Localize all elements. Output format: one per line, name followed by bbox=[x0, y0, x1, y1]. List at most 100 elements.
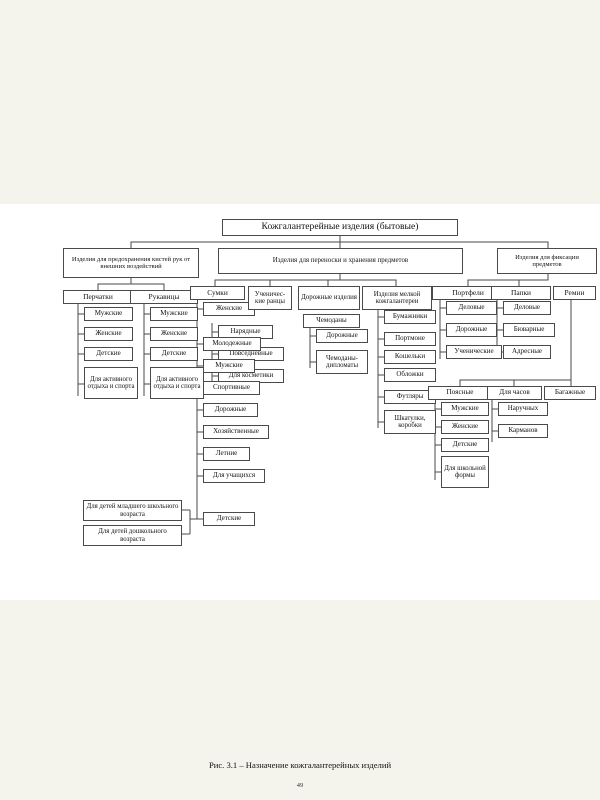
node-suitcases[interactable]: Чемоданы bbox=[303, 314, 360, 328]
node-label: Женские bbox=[160, 329, 188, 338]
node-label: Шкатулки, коробки bbox=[394, 414, 426, 429]
node-folders-address[interactable]: Адресные bbox=[503, 345, 551, 359]
node-label: Женские bbox=[95, 329, 122, 338]
node-label: Бюварные bbox=[513, 325, 545, 334]
node-folders-blotter[interactable]: Бюварные bbox=[503, 323, 555, 337]
node-mittens[interactable]: Рукавицы bbox=[130, 290, 198, 304]
node-belts-waist-womens[interactable]: Женские bbox=[441, 420, 489, 434]
node-school-satchels[interactable]: Ученичес-кие ранцы bbox=[248, 286, 292, 310]
node-carry-store-goods[interactable]: Изделия для переноски и хранения предмет… bbox=[218, 248, 463, 274]
node-label: Мужские bbox=[215, 361, 243, 370]
node-gloves-kids[interactable]: Детские bbox=[84, 347, 133, 361]
node-mittens-sport[interactable]: Для активного отдыха и спорта bbox=[150, 367, 204, 399]
node-belts-watch-wrist[interactable]: Наручных bbox=[498, 402, 548, 416]
node-label: Ремни bbox=[564, 288, 585, 297]
node-label: Детские bbox=[452, 440, 478, 449]
node-boxes[interactable]: Шкатулки, коробки bbox=[384, 410, 436, 434]
node-bags-kids-primary-school[interactable]: Для детей младшего школьного возраста bbox=[83, 500, 182, 521]
node-coin-purses[interactable]: Кошельки bbox=[384, 350, 436, 364]
node-label: Кожгалантерейные изделия (бытовые) bbox=[261, 221, 419, 233]
node-protection-goods[interactable]: Изделия для предохранения кистей рук от … bbox=[63, 248, 199, 278]
node-belts-waist-mens[interactable]: Мужские bbox=[441, 402, 489, 416]
node-label: Для школьной формы bbox=[444, 464, 486, 479]
document-page: Кожгалантерейные изделия (бытовые) Издел… bbox=[0, 204, 600, 789]
node-label: Для детей младшего школьного возраста bbox=[86, 503, 179, 518]
node-label: Детские bbox=[161, 349, 187, 358]
figure-caption: Рис. 3.1 – Назначение кожгалантерейных и… bbox=[208, 760, 392, 770]
node-belts-watch-pocket[interactable]: Карманов bbox=[498, 424, 548, 438]
node-bags[interactable]: Сумки bbox=[190, 286, 245, 300]
node-folders-business[interactable]: Деловые bbox=[503, 301, 551, 315]
node-belts-waist[interactable]: Поясные bbox=[428, 386, 492, 400]
node-bags-travel[interactable]: Дорожные bbox=[203, 403, 258, 417]
node-label: Изделия мелкой кожгалантереи bbox=[373, 290, 421, 305]
node-mittens-mens[interactable]: Мужские bbox=[150, 307, 198, 321]
node-label: Портмоне bbox=[395, 334, 425, 343]
node-briefcases-travel[interactable]: Дорожные bbox=[446, 323, 497, 337]
node-belts-school-uniform[interactable]: Для школьной формы bbox=[441, 456, 489, 488]
diagram-canvas: Кожгалантерейные изделия (бытовые) Издел… bbox=[0, 204, 600, 600]
node-label: Изделия для переноски и хранения предмет… bbox=[272, 257, 409, 265]
node-covers[interactable]: Обложки bbox=[384, 368, 436, 382]
node-suitcases-travel[interactable]: Дорожные bbox=[316, 329, 368, 343]
node-label: Дорожные bbox=[214, 405, 247, 414]
node-label: Ученичес-кие ранцы bbox=[254, 290, 286, 305]
node-belts-waist-kids[interactable]: Детские bbox=[441, 438, 489, 452]
node-bags-summer[interactable]: Летние bbox=[203, 447, 250, 461]
node-label: Поясные bbox=[446, 388, 474, 397]
node-belts-luggage[interactable]: Багажные bbox=[544, 386, 596, 400]
node-bags-youth[interactable]: Молодежные bbox=[203, 337, 261, 351]
node-bags-students[interactable]: Для учащихся bbox=[203, 469, 265, 483]
node-folders[interactable]: Папки bbox=[491, 286, 551, 300]
node-label: Карманов bbox=[508, 426, 538, 435]
node-label: Кошельки bbox=[394, 352, 426, 361]
node-label: Нарядные bbox=[230, 327, 261, 336]
node-gloves-sport[interactable]: Для активного отдыха и спорта bbox=[84, 367, 138, 399]
node-portmone[interactable]: Портмоне bbox=[384, 332, 436, 346]
node-label: Обложки bbox=[396, 370, 424, 379]
node-label: Мужские bbox=[160, 309, 188, 318]
node-bags-kids-preschool[interactable]: Для детей дошкольного возраста bbox=[83, 525, 182, 546]
node-bags-household[interactable]: Хозяйственные bbox=[203, 425, 269, 439]
node-label: Мужские bbox=[451, 404, 479, 413]
node-label: Адресные bbox=[511, 347, 543, 356]
node-travel-goods[interactable]: Дорожные изделия bbox=[298, 286, 360, 310]
node-label: Сумки bbox=[207, 288, 228, 297]
node-label: Деловые bbox=[458, 303, 485, 312]
node-wallets-bumazhniki[interactable]: Бумажники bbox=[384, 310, 436, 324]
node-suitcases-diplomat[interactable]: Чемоданы-дипломаты bbox=[316, 350, 368, 374]
node-bags-kids[interactable]: Детские bbox=[203, 512, 255, 526]
node-gloves-mens[interactable]: Мужские bbox=[84, 307, 133, 321]
node-label: Детские bbox=[216, 514, 242, 523]
node-mittens-kids[interactable]: Детские bbox=[150, 347, 198, 361]
node-label: Футляры bbox=[396, 392, 424, 401]
node-label: Для активного отдыха и спорта bbox=[87, 375, 135, 390]
node-label: Перчатки bbox=[83, 292, 113, 301]
node-label: Бумажники bbox=[392, 312, 428, 321]
node-label: Портфели bbox=[452, 288, 484, 297]
node-label: Женские bbox=[215, 304, 243, 313]
node-cases-futlyary[interactable]: Футляры bbox=[384, 390, 436, 404]
node-small-leather-goods[interactable]: Изделия мелкой кожгалантереи bbox=[362, 286, 432, 310]
node-label: Летние bbox=[215, 449, 238, 458]
node-label: Наручных bbox=[507, 404, 539, 413]
node-briefcases-business[interactable]: Деловые bbox=[446, 301, 497, 315]
node-label: Папки bbox=[510, 288, 532, 297]
node-label: Чемоданы-дипломаты bbox=[325, 354, 359, 369]
node-label: Дорожные изделия bbox=[301, 294, 357, 302]
node-label: Чемоданы bbox=[316, 316, 347, 325]
node-gloves-womens[interactable]: Женские bbox=[84, 327, 133, 341]
node-bags-mens[interactable]: Мужские bbox=[203, 359, 255, 373]
node-belts[interactable]: Ремни bbox=[553, 286, 596, 300]
node-root[interactable]: Кожгалантерейные изделия (бытовые) bbox=[222, 219, 458, 236]
node-label: Для часов bbox=[499, 388, 530, 397]
node-briefcases-school[interactable]: Ученические bbox=[446, 345, 502, 359]
node-fixation-goods[interactable]: Изделия для фиксации предметов bbox=[497, 248, 597, 274]
node-gloves[interactable]: Перчатки bbox=[63, 290, 133, 304]
node-mittens-womens[interactable]: Женские bbox=[150, 327, 198, 341]
node-label: Дорожные bbox=[326, 331, 358, 340]
node-belts-watch[interactable]: Для часов bbox=[487, 386, 542, 400]
node-label: Хозяйственные bbox=[213, 427, 259, 436]
node-bags-sport[interactable]: Спортивные bbox=[203, 381, 260, 395]
node-label: Спортивные bbox=[213, 383, 250, 392]
